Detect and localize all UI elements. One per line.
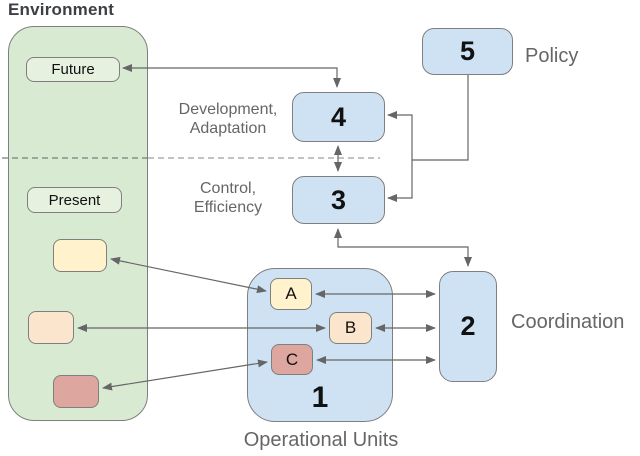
development-label-line2: Adaptation — [189, 120, 267, 137]
environment-unit-a-box — [53, 239, 107, 272]
coordination-label: Coordination — [511, 311, 625, 333]
environment-unit-b-box — [28, 311, 74, 344]
policy-label: Policy — [525, 45, 579, 67]
system3-box: 3 — [292, 176, 385, 224]
development-adaptation-label: Development, Adaptation — [163, 100, 293, 138]
control-label-line1: Control, — [199, 180, 257, 197]
connector-future-s4 — [122, 64, 341, 88]
operational-unit-a-box: A — [270, 278, 312, 310]
environment-panel — [8, 26, 148, 421]
connector-s5-bracket-s4-s3 — [387, 111, 413, 202]
operational-units-label: Operational Units — [243, 429, 399, 451]
system4-box: 4 — [292, 92, 385, 142]
control-efficiency-label: Control, Efficiency — [163, 179, 293, 217]
environment-title: Environment — [8, 0, 115, 19]
operational-unit-c-box: C — [271, 344, 313, 375]
connector-s3-s2 — [334, 228, 472, 267]
connector-s5-stem — [412, 75, 469, 161]
control-label-line2: Efficiency — [193, 199, 263, 216]
environment-unit-c-box — [53, 375, 99, 408]
operational-unit-b-box: B — [329, 312, 372, 344]
future-box: Future — [26, 57, 120, 82]
system2-box: 2 — [439, 271, 497, 382]
present-box: Present — [27, 187, 122, 213]
development-label-line1: Development, — [178, 101, 278, 118]
system1-box: 1 — [247, 268, 393, 422]
system5-box: 5 — [422, 28, 513, 75]
